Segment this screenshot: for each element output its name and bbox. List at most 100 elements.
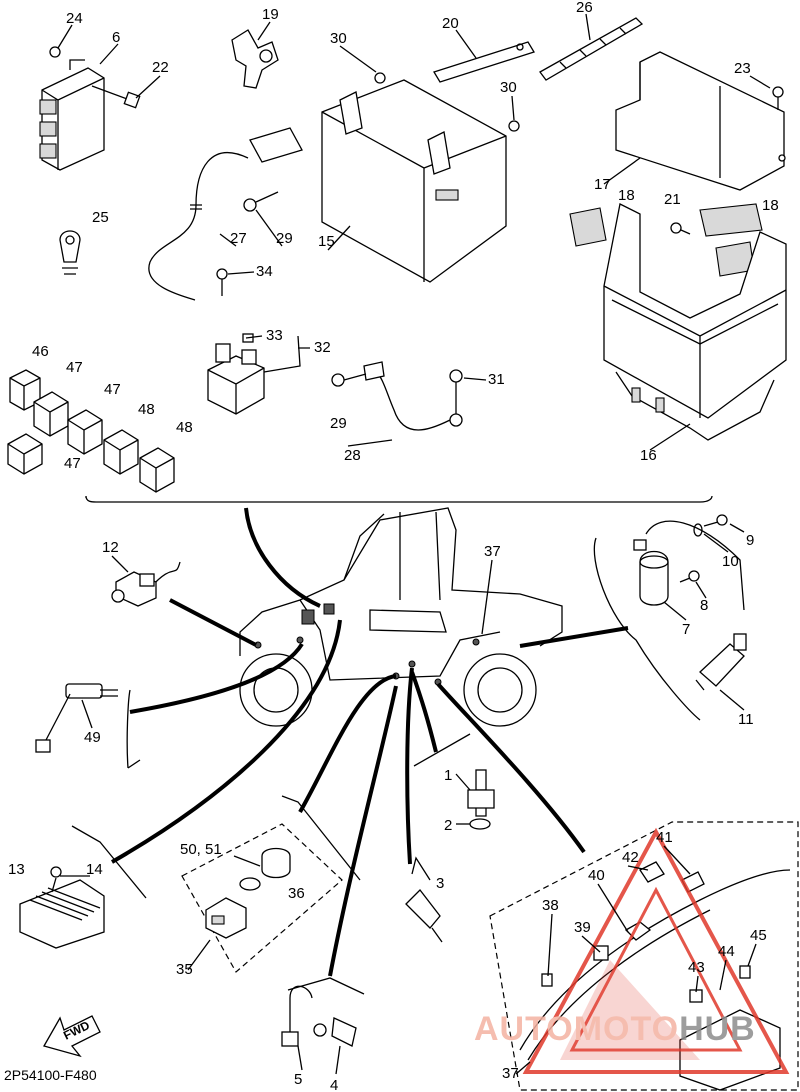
screw-21 — [670, 222, 691, 235]
callout-23: 23 — [734, 60, 751, 77]
bolt-14 — [50, 866, 62, 893]
spark-plug-cap-11 — [695, 633, 747, 691]
battery-box-16 — [603, 203, 787, 441]
callout-3: 3 — [436, 875, 444, 892]
callout-40: 40 — [588, 867, 605, 884]
bolt-23 — [772, 86, 784, 110]
pad-18b — [699, 203, 763, 277]
control-unit-6 — [39, 59, 105, 171]
vehicle-outline — [239, 507, 563, 727]
callout-47b: 47 — [104, 381, 121, 398]
callout-4: 4 — [330, 1077, 338, 1092]
switch-35 — [205, 877, 261, 939]
diagram-code: 2P54100-F480 — [4, 1067, 97, 1083]
callout-43: 43 — [688, 959, 705, 976]
lead-wire-27 — [148, 127, 303, 301]
callout-11: 11 — [738, 711, 754, 728]
nut-36 — [261, 847, 291, 879]
bolt-8 — [679, 570, 700, 583]
rectifier-13 — [19, 879, 105, 949]
callout-1: 1 — [444, 767, 452, 784]
washer-10 — [693, 523, 703, 537]
ignition-coil-7 — [633, 520, 745, 611]
bolt-29b — [331, 373, 367, 387]
callout-22: 22 — [152, 59, 169, 76]
nut-24 — [49, 46, 61, 58]
callout-46: 46 — [32, 343, 49, 360]
starter-relay-32 — [207, 343, 265, 415]
callout-10: 10 — [722, 553, 739, 570]
watermark: AUTOMOTOHUB — [474, 827, 790, 1074]
callout-27: 27 — [230, 230, 247, 247]
cover-17 — [615, 51, 786, 191]
relay-47a — [33, 391, 69, 437]
relay-48b — [139, 447, 175, 493]
callout-2: 2 — [444, 817, 452, 834]
callout-21: 21 — [664, 191, 681, 208]
negative-lead-28 — [363, 361, 463, 431]
callout-47a: 47 — [66, 359, 83, 376]
callout-30b: 30 — [500, 79, 517, 96]
battery-15 — [321, 72, 520, 283]
fwd-arrow: FWD — [43, 1015, 101, 1058]
callout-8: 8 — [700, 597, 708, 614]
spark-plug-3 — [405, 889, 443, 943]
cable-tie-26 — [539, 17, 644, 81]
bolt-34 — [216, 268, 228, 296]
callout-6: 6 — [112, 29, 120, 46]
relay-47c — [7, 433, 43, 475]
watermark-text-a: AUTOMOTOHUB — [474, 1010, 756, 1048]
callout-9: 9 — [746, 532, 754, 549]
callout-20: 20 — [442, 15, 459, 32]
callout-16: 16 — [640, 447, 657, 464]
label-leaders — [57, 13, 771, 1075]
callout-30a: 30 — [330, 30, 347, 47]
callout-48b: 48 — [176, 419, 193, 436]
callout-17: 17 — [594, 176, 611, 193]
callout-50-51: 50, 51 — [180, 841, 222, 858]
section-divider — [85, 495, 713, 503]
sensor-12 — [111, 571, 157, 607]
spark-plug-1 — [467, 769, 495, 817]
clamp-19 — [231, 29, 279, 89]
callout-35: 35 — [176, 961, 193, 978]
switch-35-group — [181, 823, 343, 973]
callout-18b: 18 — [762, 197, 779, 214]
sensor-49 — [35, 683, 118, 753]
relay-47b — [67, 409, 103, 455]
battery-strap-20 — [433, 41, 535, 83]
callout-42: 42 — [622, 849, 639, 866]
callout-14: 14 — [86, 861, 103, 878]
callout-38: 38 — [542, 897, 559, 914]
callout-37b: 37 — [502, 1065, 519, 1082]
callout-29a: 29 — [276, 230, 293, 247]
callout-15: 15 — [318, 233, 335, 250]
bolt-9 — [703, 514, 728, 527]
callout-33: 33 — [266, 327, 283, 344]
bolt-31 — [449, 369, 463, 414]
bolt-29a — [243, 191, 279, 212]
bolt-4 — [313, 1017, 357, 1047]
callout-28: 28 — [344, 447, 361, 464]
callout-25: 25 — [92, 209, 109, 226]
clip-25 — [59, 230, 81, 275]
callout-13: 13 — [8, 861, 25, 878]
callout-7: 7 — [682, 621, 690, 638]
callout-24: 24 — [66, 10, 83, 27]
callout-32: 32 — [314, 339, 331, 356]
callout-48a: 48 — [138, 401, 155, 418]
callout-18a: 18 — [618, 187, 635, 204]
callout-44: 44 — [718, 943, 735, 960]
callout-37a: 37 — [484, 543, 501, 560]
sensor-5 — [281, 985, 313, 1047]
callout-26: 26 — [576, 0, 593, 16]
pad-18a — [569, 207, 607, 247]
callout-31: 31 — [488, 371, 505, 388]
callout-41: 41 — [656, 829, 673, 846]
gasket-2 — [469, 818, 491, 830]
callout-45: 45 — [750, 927, 767, 944]
callout-36: 36 — [288, 885, 305, 902]
callout-49: 49 — [84, 729, 101, 746]
callout-5: 5 — [294, 1071, 302, 1088]
